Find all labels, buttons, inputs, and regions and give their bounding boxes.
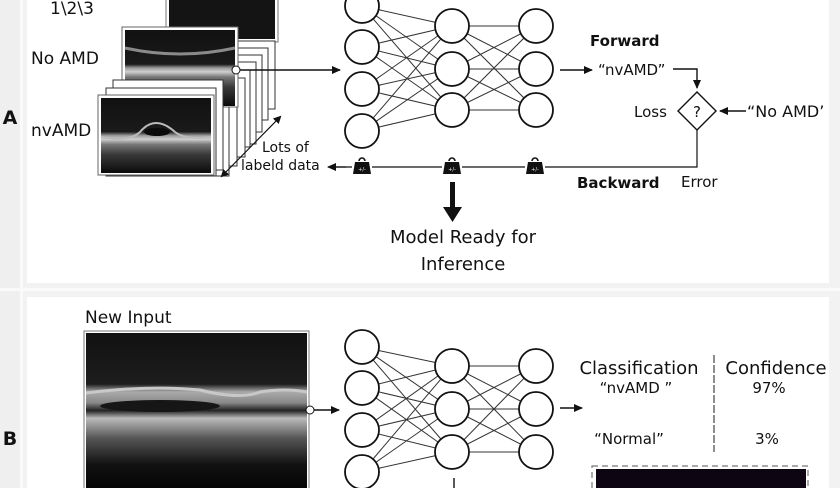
backward-label: Backward bbox=[577, 174, 660, 192]
network-node bbox=[344, 454, 380, 488]
network-node bbox=[518, 51, 554, 87]
network-connection bbox=[451, 25, 537, 111]
network-connection bbox=[451, 365, 537, 453]
backward-line bbox=[336, 130, 698, 168]
network-connection bbox=[361, 408, 453, 473]
weight-adjust-icon: +/- bbox=[352, 157, 372, 176]
new-input-label: New Input bbox=[85, 308, 172, 328]
loss-question-mark: ? bbox=[693, 103, 701, 121]
network-node bbox=[344, 329, 380, 365]
network-node bbox=[434, 434, 470, 470]
oct-scan-new-input bbox=[83, 330, 310, 488]
network-node bbox=[434, 92, 470, 128]
new-input-connector bbox=[305, 405, 315, 415]
left-margin bbox=[0, 0, 20, 488]
network-node bbox=[434, 51, 470, 87]
network-node bbox=[344, 370, 380, 406]
network-node bbox=[518, 434, 554, 470]
prediction-label: “nvAMD” bbox=[598, 61, 665, 79]
svg-text:+/-: +/- bbox=[531, 167, 539, 173]
table-row-confidence: 97% bbox=[752, 379, 785, 397]
network-connection bbox=[361, 365, 453, 473]
network-connection bbox=[361, 365, 453, 431]
weight-adjust-icon: +/- bbox=[525, 157, 545, 176]
network-node bbox=[344, 29, 380, 65]
network-connection bbox=[361, 5, 453, 70]
network-node bbox=[344, 412, 380, 448]
model-ready-line2: Inference bbox=[421, 254, 506, 275]
label-grade-partial: 1\2\3 bbox=[50, 0, 94, 19]
error-label: Error bbox=[681, 173, 718, 191]
network-node bbox=[434, 8, 470, 44]
table-header-classification: Classification bbox=[579, 358, 698, 379]
network-connection bbox=[361, 25, 453, 132]
model-ready-arrow-shaft bbox=[450, 182, 455, 208]
network-node bbox=[518, 8, 554, 44]
loss-label: Loss bbox=[634, 103, 667, 121]
input-connector bbox=[231, 65, 241, 75]
svg-text:+/-: +/- bbox=[358, 167, 366, 173]
svg-text:+/-: +/- bbox=[448, 167, 456, 173]
network-node bbox=[518, 92, 554, 128]
prediction-to-loss-arrow bbox=[673, 68, 701, 89]
label-lots-of: Lots of bbox=[262, 140, 310, 156]
network-node bbox=[344, 71, 380, 107]
table-row-class: “nvAMD ” bbox=[600, 379, 673, 397]
model-ready-line1: Model Ready for bbox=[390, 227, 537, 248]
vertical-divider bbox=[20, 0, 23, 488]
ground-truth-label: “No AMD’ bbox=[747, 102, 824, 121]
network-node bbox=[518, 391, 554, 427]
network-node bbox=[344, 113, 380, 149]
neural-network-inference bbox=[344, 329, 554, 488]
data-volume-arrow bbox=[220, 115, 282, 178]
network-connection bbox=[361, 346, 453, 453]
panel-b-letter: B bbox=[2, 428, 18, 450]
table-row-confidence: 3% bbox=[755, 430, 779, 448]
forward-label: Forward bbox=[590, 32, 659, 50]
network-connection bbox=[361, 25, 453, 90]
label-no-amd: No AMD bbox=[31, 49, 99, 69]
table-row-class: “Normal” bbox=[594, 430, 664, 448]
network-connection bbox=[361, 346, 453, 410]
table-header-confidence: Confidence bbox=[725, 358, 826, 379]
neural-network-training bbox=[344, 0, 554, 149]
model-ready-arrow-head bbox=[443, 207, 462, 222]
panel-separator bbox=[0, 288, 840, 291]
label-labeled-data: labeld data bbox=[241, 158, 320, 174]
network-node bbox=[434, 391, 470, 427]
network-node bbox=[518, 348, 554, 384]
network-connection bbox=[361, 68, 453, 132]
network-node bbox=[344, 0, 380, 24]
oct-scan-nvamd bbox=[97, 94, 215, 176]
results-table: Classification Confidence “nvAMD ” 97% “… bbox=[579, 355, 827, 452]
weight-adjust-icon: +/- bbox=[442, 157, 462, 176]
network-node bbox=[434, 348, 470, 384]
heatmap-preview bbox=[591, 465, 809, 488]
panel-a-letter: A bbox=[2, 107, 18, 129]
label-nvamd: nvAMD bbox=[31, 121, 91, 141]
